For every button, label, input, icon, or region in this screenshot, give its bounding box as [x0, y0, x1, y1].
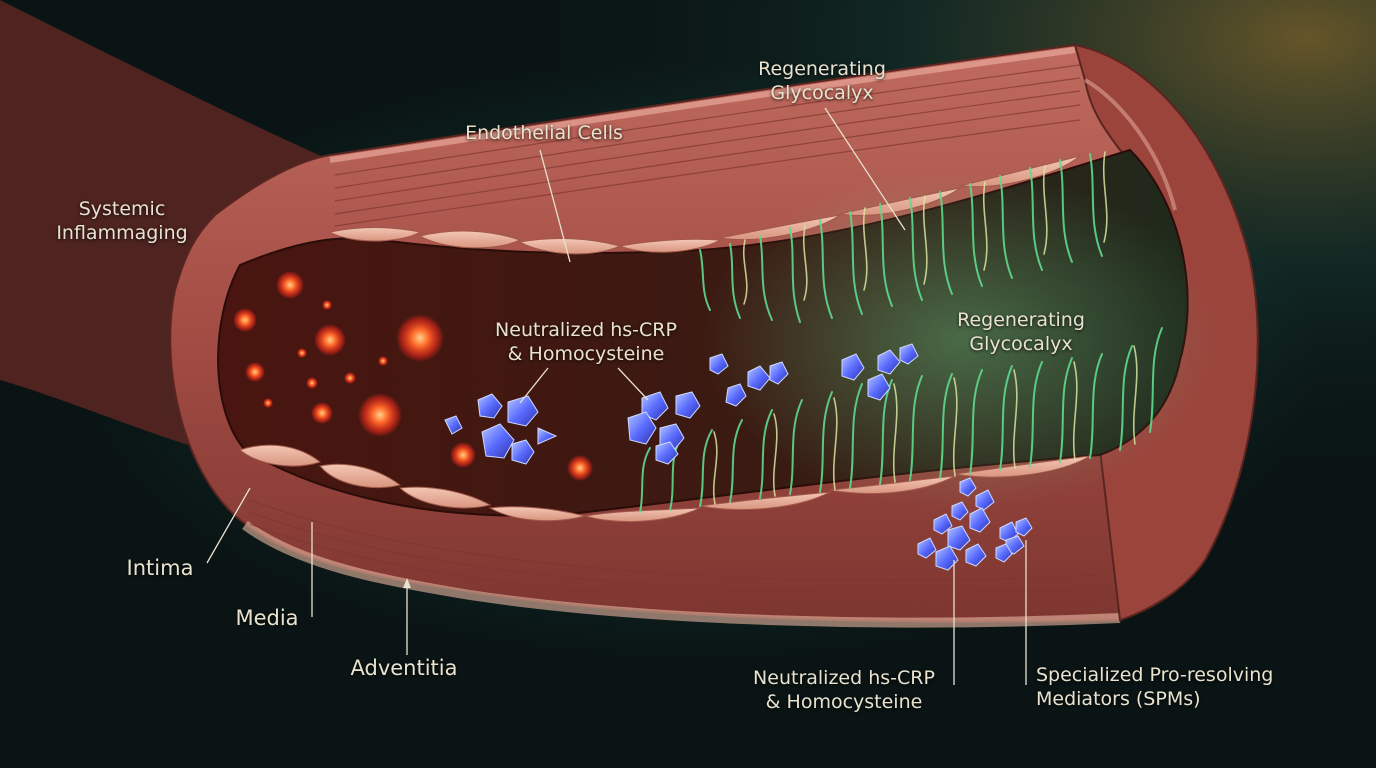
label-neutralized-bottom: Neutralized hs-CRP & Homocysteine [724, 666, 964, 714]
media-fibers-top [334, 64, 1081, 227]
endothelial-cells-bottom [238, 444, 1091, 523]
media-fibers-bottom [249, 499, 1101, 606]
label-glycocalyx-mid-line2: Glycocalyx [969, 333, 1073, 355]
right-face-rim [1084, 78, 1177, 211]
leader-glycocalyx-top [824, 107, 906, 231]
glycocalyx-bottom [639, 327, 1163, 513]
label-media-text: Media [235, 606, 299, 630]
neutralized-crystals-lumen [444, 343, 919, 465]
label-regenerating-glycocalyx-top: Regenerating Glycocalyx [740, 57, 904, 105]
label-glycocalyx-top-line1: Regenerating [758, 58, 886, 80]
label-spms-line2: Mediators (SPMs) [1036, 688, 1201, 710]
glycocalyx-top [699, 151, 1108, 323]
label-neutralized-bottom-line1: Neutralized hs-CRP [753, 667, 935, 689]
label-systemic-inflammaging: Systemic Inflammaging [38, 197, 206, 245]
endothelial-cells-top [328, 155, 1081, 255]
leader-neutralized-mid-right [617, 367, 649, 401]
label-neutralized-mid: Neutralized hs-CRP & Homocysteine [468, 318, 704, 366]
label-spms: Specialized Pro-resolving Mediators (SPM… [1036, 663, 1336, 711]
label-adventitia: Adventitia [328, 656, 480, 680]
label-spms-line1: Specialized Pro-resolving [1036, 664, 1274, 686]
label-neutralized-bottom-line2: & Homocysteine [765, 691, 923, 713]
label-regenerating-glycocalyx-mid: Regenerating Glycocalyx [938, 308, 1104, 356]
adventitia-top-band [329, 47, 1076, 163]
label-endothelial-cells-text: Endothelial Cells [465, 122, 623, 144]
label-systemic-line1: Systemic [78, 198, 166, 220]
label-adventitia-text: Adventitia [350, 656, 458, 680]
label-neutralized-mid-line2: & Homocysteine [507, 343, 665, 365]
adventitia-arrowhead [403, 578, 411, 588]
leader-lines [206, 107, 1027, 685]
label-intima-text: Intima [126, 556, 194, 580]
leader-neutralized-mid-left [519, 367, 549, 404]
label-glycocalyx-top-line2: Glycocalyx [770, 82, 874, 104]
label-intima: Intima [104, 556, 216, 580]
leader-intima [206, 487, 251, 564]
label-neutralized-mid-line1: Neutralized hs-CRP [495, 319, 677, 341]
adventitia-bottom-band [242, 520, 1121, 628]
label-endothelial-cells: Endothelial Cells [448, 121, 640, 145]
leader-endothelial-cells [539, 149, 571, 263]
inflammatory-particles [233, 271, 593, 481]
label-glycocalyx-mid-line1: Regenerating [957, 309, 1085, 331]
label-media: Media [218, 606, 316, 630]
spm-crystals-wall [917, 477, 1033, 571]
label-systemic-line2: Inflammaging [56, 222, 188, 244]
glycocalyx-glow [700, 170, 1220, 510]
